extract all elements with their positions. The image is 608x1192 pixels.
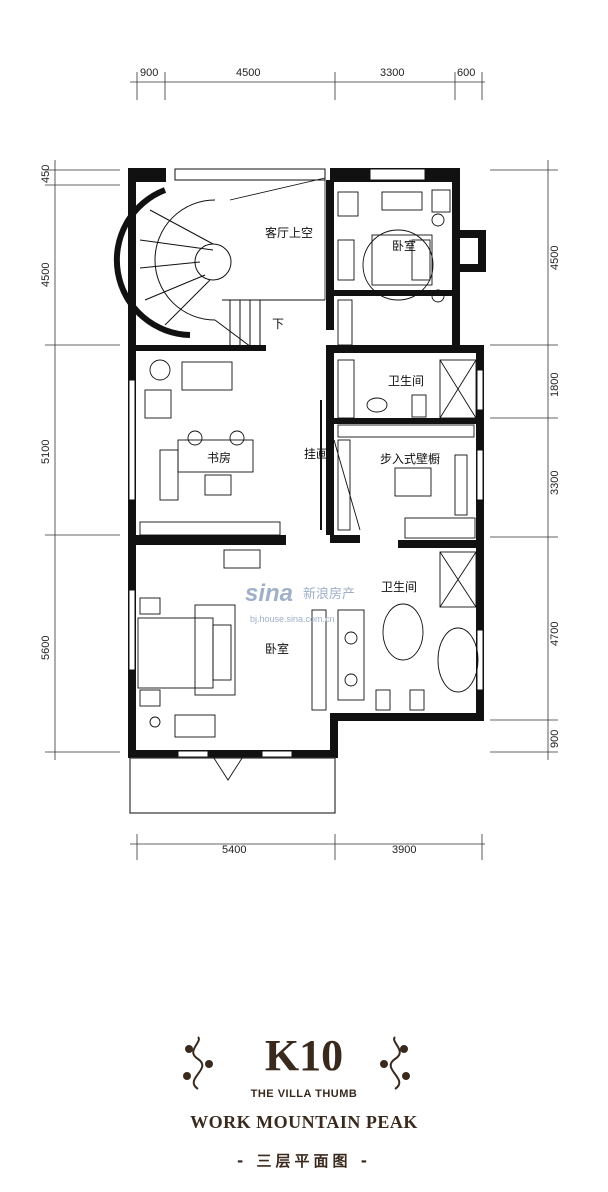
dim-left-2: 4500 <box>40 263 52 287</box>
ne-bedroom-label: 卧室 <box>392 238 416 253</box>
ornament-left-icon <box>183 1036 213 1090</box>
dimension-lines <box>45 72 558 860</box>
dim-right-2: 1800 <box>549 373 561 397</box>
model-title: K10 <box>264 1031 344 1080</box>
upper-bath-label: 卫生间 <box>388 374 424 388</box>
watermark-url: bj.house.sina.com.cn <box>250 614 335 624</box>
lower-bath-fixtures <box>337 551 479 711</box>
floor-label: - 三层平面图 - <box>237 1152 371 1170</box>
study-furniture <box>139 359 322 536</box>
windows <box>128 168 484 758</box>
balcony <box>129 757 336 814</box>
watermark-cn: 新浪房产 <box>303 586 355 601</box>
lower-bath-label: 卫生间 <box>381 580 417 594</box>
dim-bottom-1: 5400 <box>222 844 246 856</box>
living-void-label: 客厅上空 <box>265 225 313 240</box>
dim-left-1: 450 <box>40 165 52 183</box>
study-label: 书房 <box>207 450 231 465</box>
dim-right-1: 4500 <box>549 246 561 270</box>
watermark: sina 新浪房产 bj.house.sina.com.cn <box>245 580 355 624</box>
dim-right-4: 4700 <box>549 622 561 646</box>
dim-top-3: 3300 <box>380 67 404 79</box>
project-name: WORK MOUNTAIN PEAK <box>190 1112 418 1132</box>
dim-bottom-2: 3900 <box>392 844 416 856</box>
dim-right-3: 3300 <box>549 471 561 495</box>
model-subtitle: THE VILLA THUMB <box>250 1088 358 1100</box>
ne-bedroom-furniture <box>337 189 451 346</box>
spiral-staircase <box>113 177 326 351</box>
floor-plan: 900 4500 3300 600 450 4500 5100 5600 450… <box>40 67 561 860</box>
sw-bedroom-label: 卧室 <box>265 641 289 656</box>
upper-bath-fixtures <box>337 359 477 419</box>
closet-label: 步入式壁橱 <box>380 451 440 466</box>
painting-label: 挂画 <box>304 447 328 461</box>
ornament-right-icon <box>380 1036 410 1090</box>
closet-furniture <box>333 424 476 539</box>
watermark-logo: sina <box>245 580 293 607</box>
dim-top-1: 900 <box>140 67 158 79</box>
dim-top-2: 4500 <box>236 67 260 79</box>
sw-bedroom-furniture <box>137 549 327 781</box>
dim-right-5: 900 <box>549 730 561 748</box>
dim-top-4: 600 <box>457 67 475 79</box>
dim-left-4: 5600 <box>40 636 52 660</box>
dim-left-3: 5100 <box>40 440 52 464</box>
stair-down-label: 下 <box>272 317 284 331</box>
